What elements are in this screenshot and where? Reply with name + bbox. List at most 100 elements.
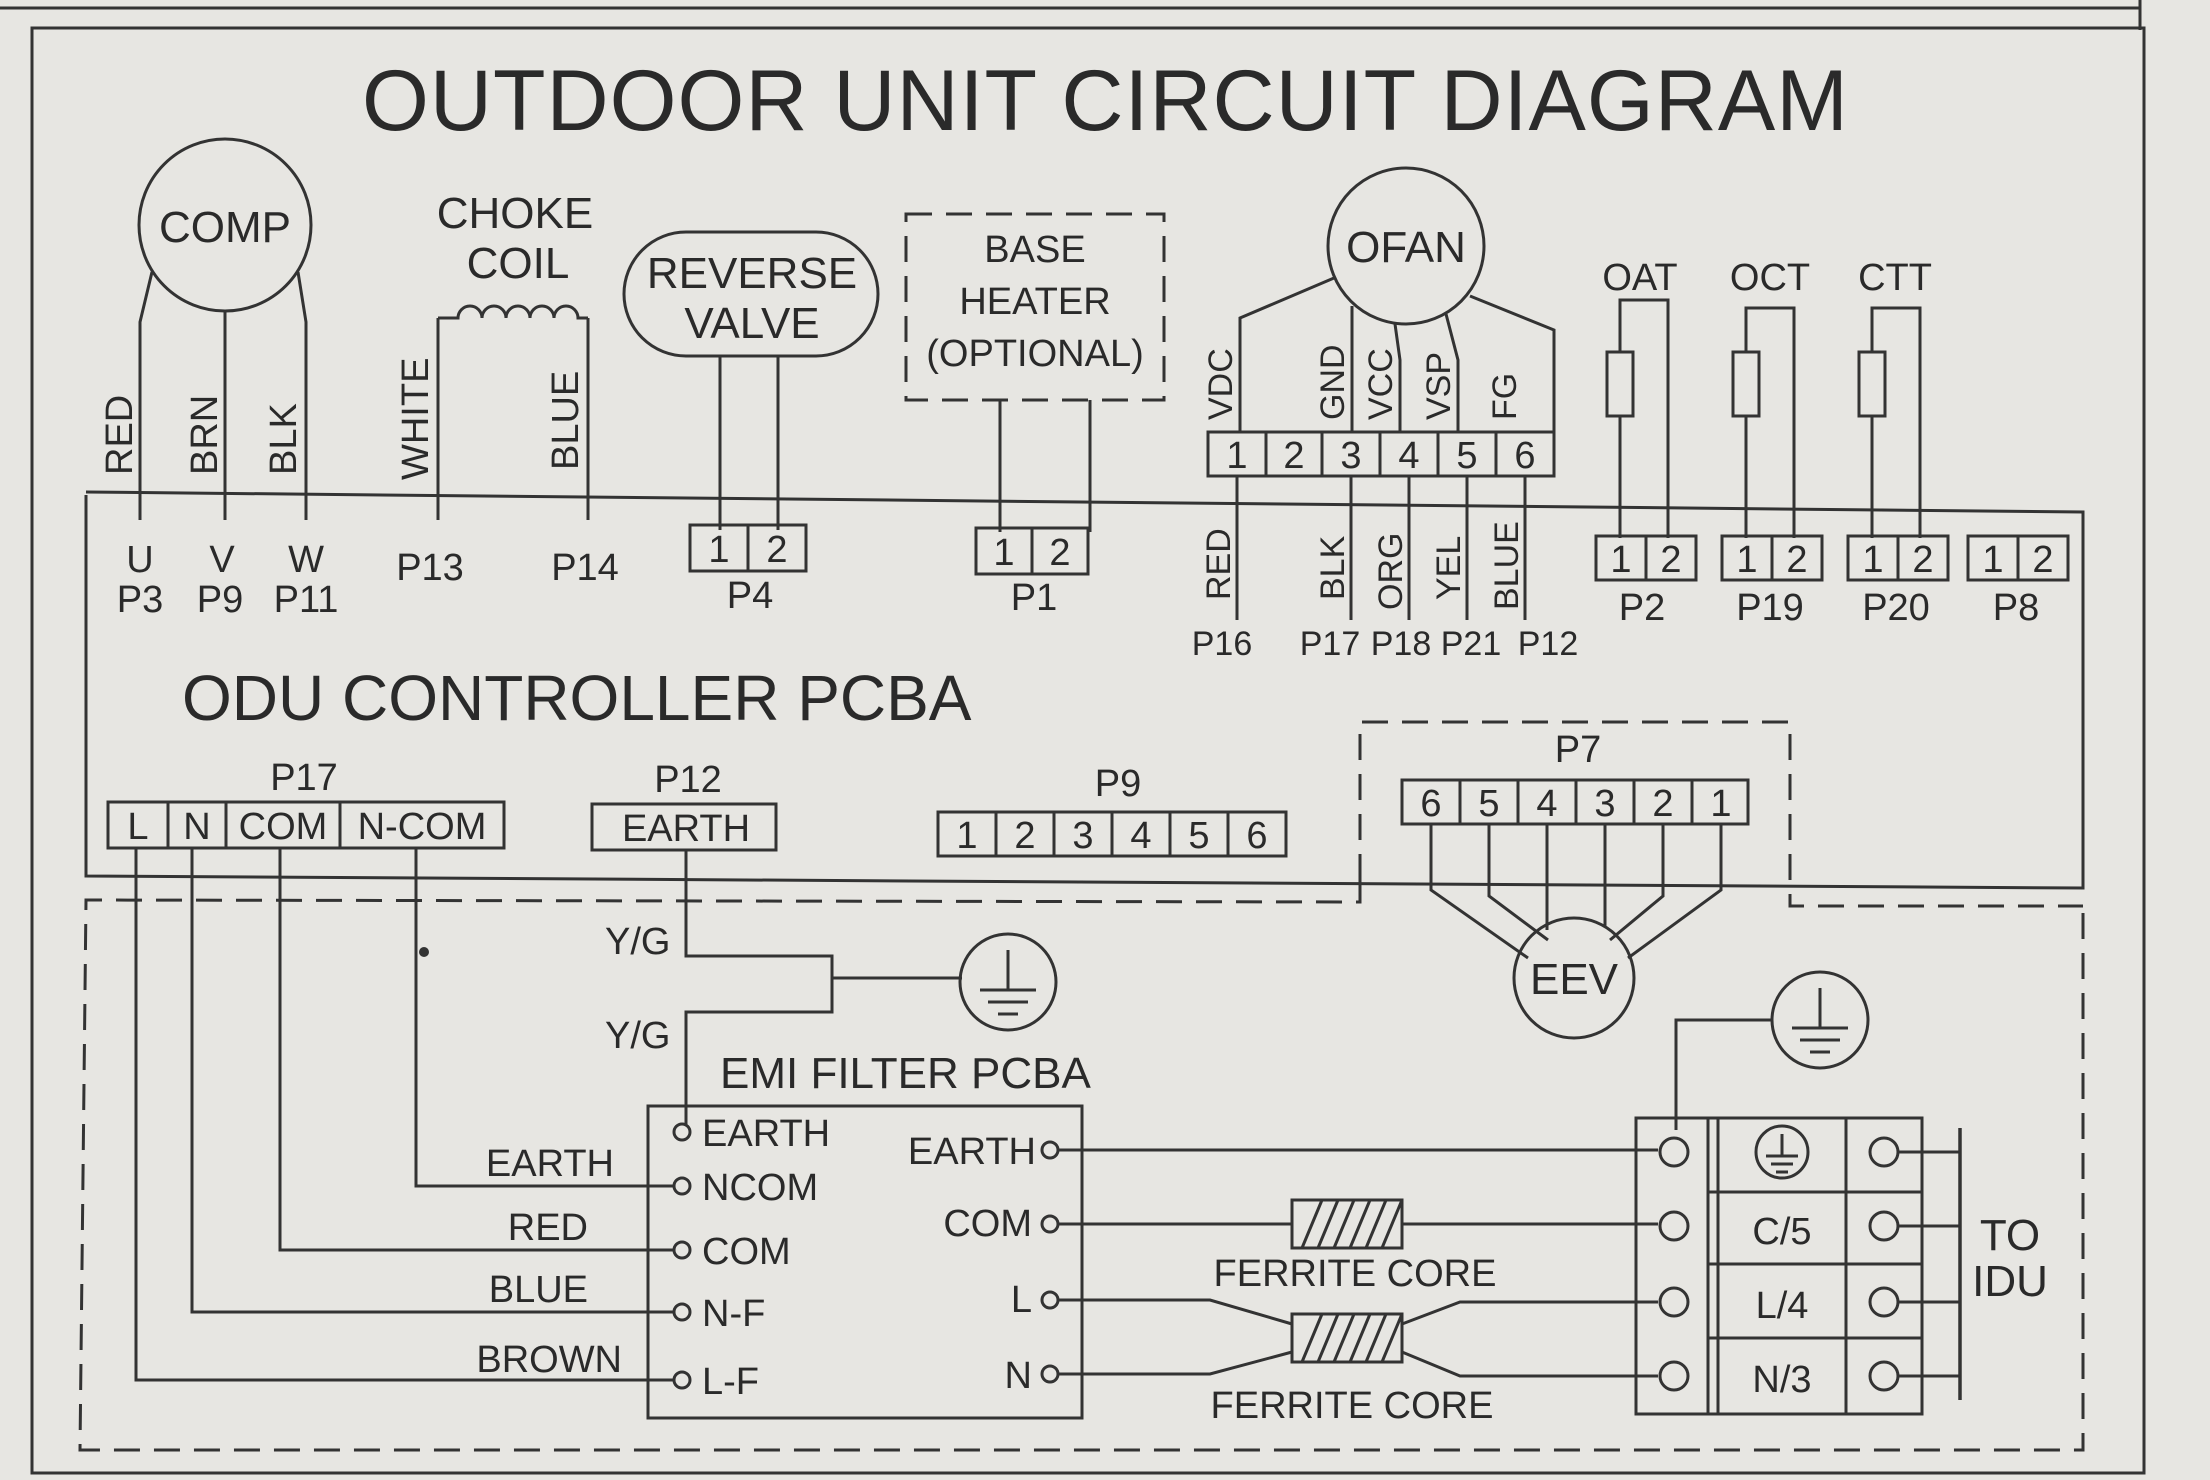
ofan-wire-blk: BLK xyxy=(1314,535,1352,600)
ground-icon xyxy=(958,932,1058,1032)
sensor-oct-label: OCT xyxy=(1730,257,1810,299)
ofan-wire-yel: YEL xyxy=(1430,536,1468,600)
ofan-terminal-1: 1 xyxy=(1226,435,1247,477)
ferrite-label-2: FERRITE CORE xyxy=(1211,1385,1494,1427)
terminal-n3: N/3 xyxy=(1752,1359,1811,1401)
sensor-ctt: CTT 1 2 P20 xyxy=(1846,257,1950,629)
port-p16: P16 xyxy=(1192,625,1253,663)
port-p18: P18 xyxy=(1371,625,1432,663)
comp-pin-w: W xyxy=(288,539,324,581)
pcb-label: ODU CONTROLLER PCBA xyxy=(182,662,972,734)
sensor-oct-resistor xyxy=(1731,350,1761,418)
sensor-ctt-label: CTT xyxy=(1858,257,1932,299)
p7-cell-2: 2 xyxy=(1652,783,1673,825)
comp-label: COMP xyxy=(159,203,291,252)
comp-pin-v: V xyxy=(209,539,235,581)
emi-label: EMI FILTER PCBA xyxy=(720,1049,1091,1098)
choke-label-line2: COIL xyxy=(467,239,570,288)
sensor-oat-pin-1: 1 xyxy=(1610,539,1631,581)
port-p1: P1 xyxy=(1011,577,1057,619)
choke-label-line1: CHOKE xyxy=(437,189,593,238)
port-p9-comp: P9 xyxy=(197,579,243,621)
sensor-ctt-pin-2: 2 xyxy=(1912,539,1933,581)
port-p20: P20 xyxy=(1862,587,1930,629)
ofan-wire-org: ORG xyxy=(1372,533,1410,610)
emi-right-earth: EARTH xyxy=(908,1131,1036,1173)
ground-icon xyxy=(1770,970,1870,1070)
port-p14: P14 xyxy=(551,547,619,589)
p9-cell-1: 1 xyxy=(956,815,977,857)
diagram-title: OUTDOOR UNIT CIRCUIT DIAGRAM xyxy=(362,53,1849,149)
ofan-pin-vdc: VDC xyxy=(1202,348,1240,420)
choke-wire-blue: BLUE xyxy=(545,371,587,470)
to-idu-line2: IDU xyxy=(1972,1257,2048,1306)
emi-right-com: COM xyxy=(943,1203,1032,1245)
ferrite-label-1: FERRITE CORE xyxy=(1214,1253,1497,1295)
ofan-terminal-5: 5 xyxy=(1456,435,1477,477)
p12-cell-earth: EARTH xyxy=(622,808,750,850)
choke-coil: CHOKE COIL WHITE BLUE P13 P14 xyxy=(395,189,619,589)
p7-cell-6: 6 xyxy=(1420,783,1441,825)
ofan-motor-symbol xyxy=(1326,166,1486,326)
ofan-terminal-4: 4 xyxy=(1398,435,1419,477)
emi-left-earth: EARTH xyxy=(702,1113,830,1155)
port-p17: P17 xyxy=(270,757,338,799)
port-p9: P9 xyxy=(1095,763,1141,805)
port-p7: P7 xyxy=(1555,729,1601,771)
base-heater-line2: HEATER xyxy=(959,281,1110,323)
yg-label-1: Y/G xyxy=(605,921,670,963)
port-p21: P21 xyxy=(1441,625,1502,663)
port-p3: P3 xyxy=(117,579,163,621)
connector-p8: 1 2 P8 xyxy=(1966,534,2070,629)
emi-left-com: COM xyxy=(702,1231,791,1273)
base-heater-line1: BASE xyxy=(984,229,1085,271)
coil-symbol xyxy=(438,304,588,320)
emi-filter-board: EMI FILTER PCBA EARTH NCOM COM N-F L-F E… xyxy=(646,1049,1091,1420)
ofan-pin-fg: FG xyxy=(1486,373,1524,420)
emi-to-terminal-wires xyxy=(1058,1148,1658,1378)
wire-label-red: RED xyxy=(508,1207,588,1249)
ground-icon xyxy=(1754,1124,1810,1180)
port-p12: P12 xyxy=(654,759,722,801)
wire-label-earth: EARTH xyxy=(486,1143,614,1185)
sensor-ctt-resistor xyxy=(1857,350,1887,418)
emi-right-l: L xyxy=(1011,1279,1032,1321)
connector-p12: P12 EARTH xyxy=(590,759,778,852)
port-p13: P13 xyxy=(396,547,464,589)
ofan-wire-blue: BLUE xyxy=(1488,521,1526,610)
terminal-l4: L/4 xyxy=(1756,1285,1809,1327)
p7-cell-3: 3 xyxy=(1594,783,1615,825)
port-p8: P8 xyxy=(1993,587,2039,629)
p9-cell-4: 4 xyxy=(1130,815,1151,857)
reverse-valve-line1: REVERSE xyxy=(647,249,857,298)
ferrite-core-upper: FERRITE CORE xyxy=(1214,1198,1497,1295)
p9-cell-2: 2 xyxy=(1014,815,1035,857)
emi-left-nf: N-F xyxy=(702,1293,765,1335)
sensor-oct-pin-2: 2 xyxy=(1786,539,1807,581)
lower-enclosure xyxy=(78,880,2085,1452)
p17-to-emi-wires: EARTH RED BLUE BROWN xyxy=(134,848,674,1382)
port-p11: P11 xyxy=(274,579,339,621)
sensor-oat-pin-2: 2 xyxy=(1660,539,1681,581)
connector-p9: P9 1 2 3 4 5 6 xyxy=(936,763,1288,858)
comp-wire-blk: BLK xyxy=(263,403,305,475)
to-idu-line1: TO xyxy=(1980,1211,2040,1260)
odu-controller-board: ODU CONTROLLER PCBA xyxy=(84,490,2085,890)
p9-cell-6: 6 xyxy=(1246,815,1267,857)
sensor-oat: OAT 1 2 P2 xyxy=(1594,257,1698,629)
outdoor-fan: OFAN VDC GND VCC VSP FG 1 2 3 4 5 6 RE xyxy=(1192,166,1578,663)
comp-wire-red: RED xyxy=(99,395,141,475)
base-heater: BASE HEATER (OPTIONAL) 1 2 P1 xyxy=(904,212,1166,619)
comp-wire-brn: BRN xyxy=(184,395,226,475)
p17-cell-l: L xyxy=(127,806,148,848)
ofan-terminal-6: 6 xyxy=(1514,435,1535,477)
reverse-valve-line2: VALVE xyxy=(684,299,819,348)
wire-label-brown: BROWN xyxy=(476,1339,622,1381)
sensor-oat-label: OAT xyxy=(1602,257,1677,299)
port-p4: P4 xyxy=(727,575,773,617)
p4-pin-1: 1 xyxy=(708,529,729,571)
ofan-pin-vcc: VCC xyxy=(1362,348,1400,420)
p1-pin-1: 1 xyxy=(993,532,1014,574)
p8-pin-2: 2 xyxy=(2032,539,2053,581)
